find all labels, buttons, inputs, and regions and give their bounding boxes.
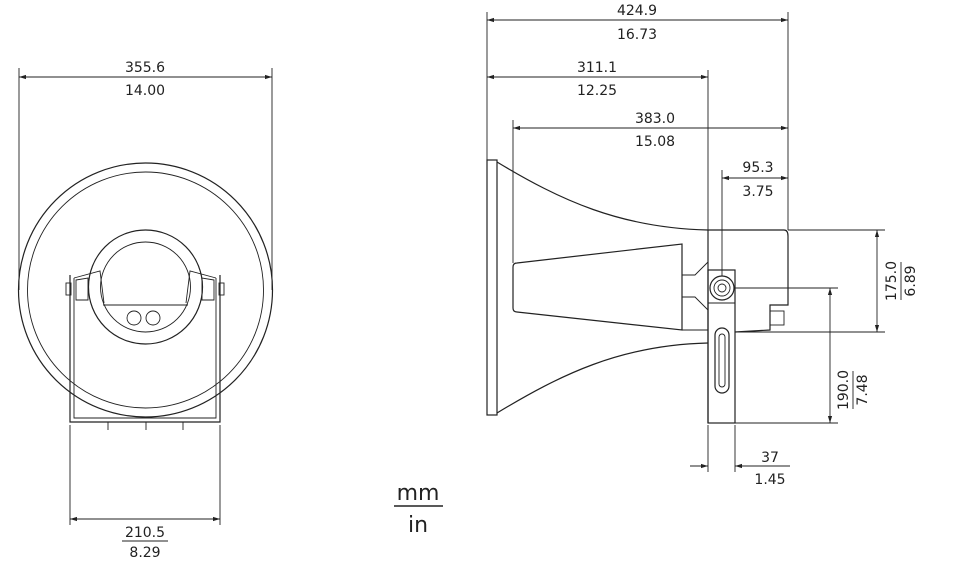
side-dimensions: 424.9 16.73 311.1 12.25 383.0 15.08 95.3… xyxy=(486,3,919,488)
bracket-width-dimension: 210.5 8.29 xyxy=(69,425,221,561)
bracket-width-in: 8.29 xyxy=(129,545,160,561)
overall-depth-in: 16.73 xyxy=(617,27,657,43)
overall-depth-mm: 424.9 xyxy=(617,3,657,19)
front-view xyxy=(17,162,274,430)
unit-in: in xyxy=(408,513,428,538)
bracket-thickness-in: 1.45 xyxy=(754,472,785,488)
to-bracket-in: 12.25 xyxy=(577,83,617,99)
width-mm: 355.6 xyxy=(125,60,165,76)
bracket-thickness-mm: 37 xyxy=(761,450,779,466)
front-width-dimension: 355.6 14.00 xyxy=(18,60,273,290)
unit-mm: mm xyxy=(397,481,440,506)
to-bracket-mm: 311.1 xyxy=(577,60,617,76)
bracket-height-in: 7.48 xyxy=(855,374,871,405)
side-view xyxy=(486,159,789,424)
pivot-to-rear-mm: 95.3 xyxy=(742,160,773,176)
driver-height-mm: 175.0 xyxy=(884,261,900,301)
bell-to-rear-in: 15.08 xyxy=(635,134,675,150)
driver-height-in: 6.89 xyxy=(903,265,919,296)
bracket-height-mm: 190.0 xyxy=(836,370,852,410)
pivot-to-rear-in: 3.75 xyxy=(742,184,773,200)
units-legend: mm in xyxy=(394,481,443,538)
bracket-width-mm: 210.5 xyxy=(125,525,165,541)
bell-to-rear-mm: 383.0 xyxy=(635,111,675,127)
width-in: 14.00 xyxy=(125,83,165,99)
